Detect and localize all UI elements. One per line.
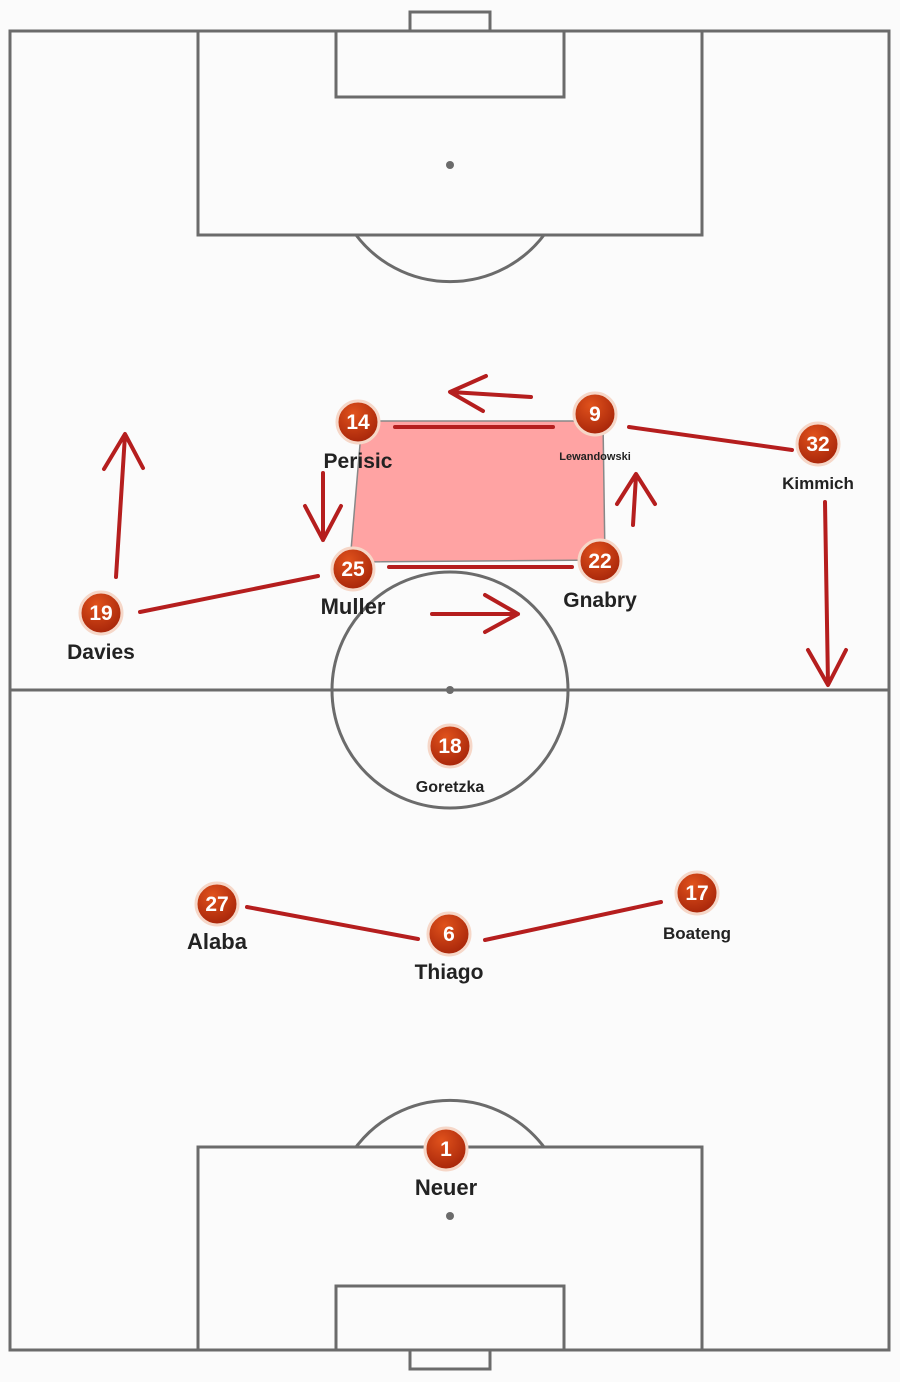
player-number: 18 [438,735,462,758]
player-name: Boateng [663,924,731,943]
player-number: 6 [443,923,455,946]
player-number: 25 [341,558,365,581]
player-number: 19 [89,602,112,625]
bottom-penalty-arc [354,1098,546,1148]
top-goal [408,10,492,33]
player-badge [423,1126,469,1172]
player-name: Gnabry [563,589,637,612]
arrow-down-icon [806,500,848,687]
top-penalty-box [196,29,704,237]
pitch-markings [8,10,891,1371]
top-goal-area [334,29,566,99]
link-davies-muller [138,574,320,614]
player-name: Davies [67,641,135,664]
player-name: Goretzka [416,779,485,796]
top-penalty-arc [354,234,546,284]
player-badge [194,881,240,927]
player-number: 17 [685,882,708,905]
center-circle [330,570,570,810]
player-number: 1 [440,1138,452,1161]
player-name: Perisic [324,450,393,473]
bottom-goal [408,1348,492,1371]
link-thiago-boateng [483,900,663,942]
arrow-right-icon [430,593,520,634]
player-name: Lewandowski [559,451,631,463]
player-badge [426,911,472,957]
player-badge [427,723,473,769]
bottom-goal-area [334,1284,566,1352]
overload-zone [349,420,606,563]
player-badge [335,399,381,445]
arrow-up-icon [102,432,145,579]
player-number: 9 [589,403,601,426]
link-lines [138,425,794,942]
top-penalty-spot [446,161,454,169]
player-badge [330,546,376,592]
movement-arrows [102,374,848,687]
player-badge [78,590,124,636]
arrow-left-icon [448,374,533,413]
player-badge [795,421,841,467]
player-name: Thiago [415,961,484,984]
player-number: 22 [588,550,611,573]
player-number: 32 [806,433,829,456]
player-name: Neuer [415,1175,478,1200]
arrow-down-icon [303,471,343,542]
link-lewandowski-kimmich [627,425,794,452]
player-badge [572,391,618,437]
center-spot [446,686,454,694]
arrow-up-icon [615,472,657,527]
player-badge [674,870,720,916]
bottom-penalty-spot [446,1212,454,1220]
player-name: Alaba [187,929,248,954]
player-number: 27 [205,893,228,916]
player-badge [577,538,623,584]
link-alaba-thiago [245,905,420,941]
player-name: Muller [321,594,386,619]
player-name: Kimmich [782,474,854,493]
player-number: 14 [346,411,370,434]
